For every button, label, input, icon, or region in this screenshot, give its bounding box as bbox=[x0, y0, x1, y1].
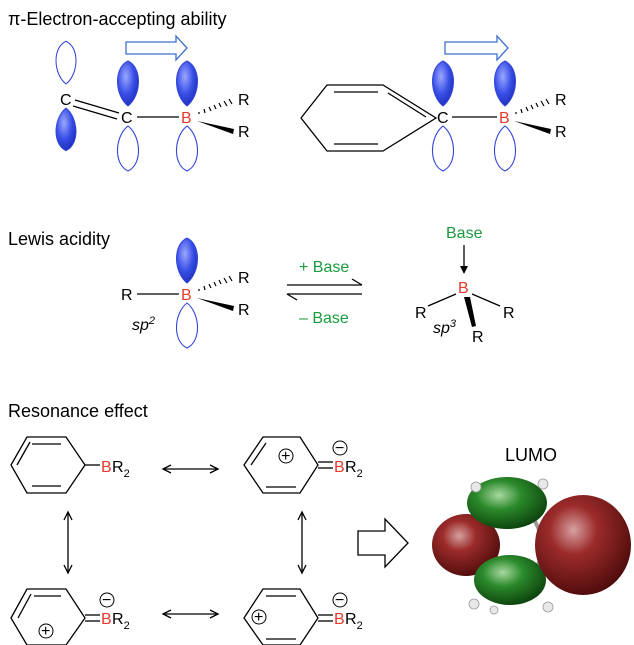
sp2-borane-structure: R B R R sp2 bbox=[121, 237, 250, 349]
p-orbital-lobe-icon bbox=[175, 237, 199, 284]
hollow-arrow-right-icon bbox=[444, 34, 509, 62]
resonance-arrow-icon bbox=[297, 510, 307, 575]
atom-label: R bbox=[238, 124, 250, 141]
resonance-arrow-icon bbox=[161, 464, 220, 474]
hybridization-label: sp2 bbox=[132, 315, 155, 334]
boron-label: B bbox=[499, 110, 510, 127]
br2-substituent: R2 bbox=[345, 459, 363, 480]
p-orbital-lobe-icon bbox=[116, 60, 140, 107]
p-orbital-lobe-icon bbox=[55, 40, 77, 85]
minus-base-label: – Base bbox=[299, 310, 349, 327]
pi-accepting-title: π-Electron-accepting ability bbox=[8, 9, 227, 29]
resonance-arrow-icon bbox=[161, 609, 220, 619]
negative-charge-icon bbox=[99, 592, 115, 608]
br2-substituent: R2 bbox=[112, 611, 130, 632]
base-label: Base bbox=[446, 225, 483, 242]
atom-label: R bbox=[503, 305, 515, 322]
br2-substituent: R2 bbox=[112, 459, 130, 480]
atom-label: C bbox=[121, 110, 133, 127]
resonance-structure-4: + − B R2 bbox=[243, 588, 363, 645]
resonance-structure-2: + − B R2 bbox=[243, 436, 363, 494]
br2-substituent: R2 bbox=[345, 611, 363, 632]
atom-label: C bbox=[437, 110, 449, 127]
plus-base-label: + Base bbox=[299, 259, 349, 276]
lumo-label: LUMO bbox=[505, 445, 557, 465]
atom-label: R bbox=[238, 302, 250, 319]
atom-label: R bbox=[121, 287, 133, 304]
boron-label: B bbox=[181, 287, 192, 304]
phenylborane-structure: C B R R bbox=[300, 60, 567, 172]
positive-charge-icon bbox=[251, 609, 267, 625]
p-orbital-lobe-icon bbox=[116, 125, 140, 172]
positive-charge-icon bbox=[38, 623, 54, 639]
boron-label: B bbox=[458, 280, 469, 297]
charge-symbol: + bbox=[254, 609, 263, 626]
hybridization-label: sp3 bbox=[433, 318, 457, 337]
atom-label: R bbox=[555, 92, 567, 109]
p-orbital-lobe-icon bbox=[175, 302, 199, 349]
boron-label: B bbox=[101, 611, 112, 628]
p-orbital-lobe-icon bbox=[493, 125, 517, 172]
charge-symbol: + bbox=[41, 623, 50, 640]
positive-charge-icon bbox=[278, 448, 294, 464]
charge-symbol: − bbox=[335, 440, 344, 457]
atom-label: R bbox=[472, 329, 484, 346]
resonance-structure-1: B R2 bbox=[10, 436, 130, 494]
p-orbital-lobe-icon bbox=[431, 60, 455, 107]
negative-charge-icon bbox=[332, 440, 348, 456]
hollow-arrow-right-icon bbox=[357, 517, 409, 569]
atom-label: R bbox=[238, 270, 250, 287]
charge-symbol: + bbox=[281, 448, 290, 465]
sp3-borate-structure: Base B R R R sp3 bbox=[415, 225, 515, 346]
boron-label: B bbox=[334, 459, 345, 476]
boron-label: B bbox=[181, 110, 192, 127]
hollow-arrow-right-icon bbox=[125, 34, 188, 62]
atom-label: R bbox=[238, 92, 250, 109]
atom-label: C bbox=[60, 92, 72, 109]
p-orbital-lobe-icon bbox=[175, 60, 199, 107]
lumo-orbital-image bbox=[432, 477, 631, 615]
atom-label: R bbox=[555, 124, 567, 141]
resonance-structure-3: + − B R2 bbox=[10, 588, 130, 645]
p-orbital-lobe-icon bbox=[431, 125, 455, 172]
p-orbital-lobe-icon bbox=[493, 60, 517, 107]
p-orbital-lobe-icon bbox=[55, 107, 77, 152]
atom-label: R bbox=[415, 305, 427, 322]
equilibrium-arrows-icon bbox=[286, 278, 363, 301]
boron-label: B bbox=[334, 611, 345, 628]
arrow-down-icon bbox=[460, 266, 468, 274]
boron-label: B bbox=[101, 459, 112, 476]
vinylborane-structure: C C B R R bbox=[55, 40, 250, 172]
lewis-acidity-title: Lewis acidity bbox=[8, 229, 110, 249]
p-orbital-lobe-icon bbox=[175, 125, 199, 172]
resonance-effect-title: Resonance effect bbox=[8, 401, 148, 421]
charge-symbol: − bbox=[335, 592, 344, 609]
negative-charge-icon bbox=[332, 592, 348, 608]
charge-symbol: − bbox=[102, 592, 111, 609]
resonance-arrow-icon bbox=[63, 510, 73, 575]
